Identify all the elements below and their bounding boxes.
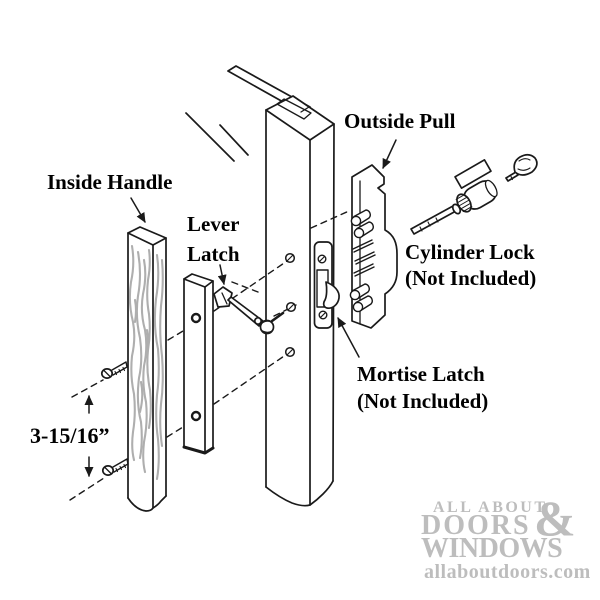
escutcheon-plate-icon [182,273,215,455]
pull-screw-posts [349,209,376,313]
escutcheon-hole [190,312,202,324]
watermark-doors: DOORS [421,510,531,541]
lock-mounting-blade [454,159,492,189]
glass-reflection-line [185,112,235,162]
key-icon [505,153,538,182]
glass-reflection-line [219,124,249,156]
cylinder-lock-icon [410,159,498,235]
mounting-screws [100,361,129,476]
outside-pull-icon [349,164,398,329]
inside-handle-icon [127,226,167,512]
stile-break-line [265,480,334,507]
label-lever-latch-line1: Lever [187,212,240,236]
watermark-all-about: ALL ABOUT [433,499,548,516]
watermark-site-url: allaboutdoors.com [424,561,591,583]
mortise-latch-icon [313,241,340,329]
label-mortise-latch-line2: (Not Included) [357,389,489,413]
label-cylinder-lock: Cylinder Lock (Not Included) [405,239,536,291]
inside-handle-arrow [130,197,146,223]
label-leader-arrows [130,139,397,358]
watermark-windows: WINDOWS [421,533,563,564]
lever-latch-arrow [217,264,227,285]
screw-icon [100,361,128,379]
label-mortise-latch-line1: Mortise Latch [357,362,485,386]
label-dimension: 3-15/16” [30,423,110,448]
label-lever-latch: Lever Latch [187,209,240,269]
label-inside-handle: Inside Handle [47,170,173,194]
stile-screw-holes [284,252,297,358]
glass-slot [276,98,312,120]
wood-grain-texture [128,244,164,481]
label-lever-latch-line2: Latch [187,242,240,266]
alignment-dashed-lines [69,210,350,501]
label-cylinder-lock-line1: Cylinder Lock [405,240,535,264]
label-outside-pull: Outside Pull [344,109,456,133]
mortise-latch-arrow [337,317,360,358]
outside-pull-arrow [382,139,397,169]
screw-icon [101,458,129,476]
latch-hook [322,281,340,309]
door-stile-icon [265,95,335,507]
watermark-ampersand: & [534,490,576,546]
lever-latch-icon [213,286,285,335]
handle-break-line [127,495,167,512]
label-mortise-latch: Mortise Latch (Not Included) [357,361,488,415]
label-cylinder-lock-line2: (Not Included) [405,266,537,290]
escutcheon-hole [190,410,202,422]
